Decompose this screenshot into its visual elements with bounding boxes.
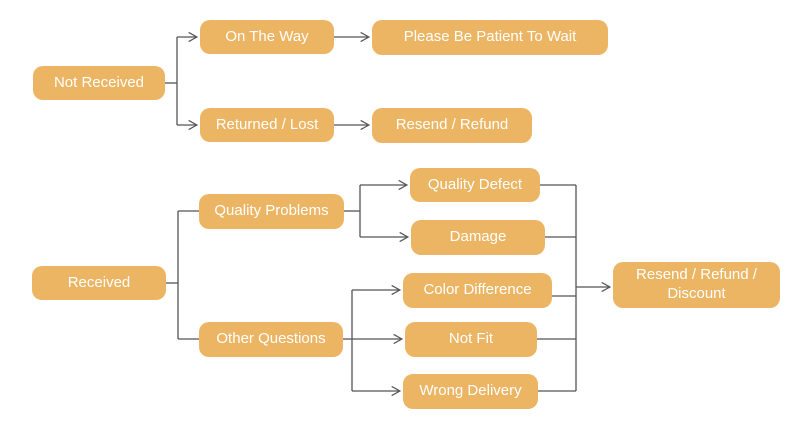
node-other-questions: Other Questions (199, 322, 343, 357)
node-not-received: Not Received (33, 66, 165, 100)
node-please-be-patient-to-wait: Please Be Patient To Wait (372, 20, 608, 55)
node-color-difference: Color Difference (403, 273, 552, 308)
node-wrong-delivery: Wrong Delivery (403, 374, 538, 409)
node-resend-refund: Resend / Refund (372, 108, 532, 143)
node-not-fit: Not Fit (405, 322, 537, 357)
node-received: Received (32, 266, 166, 300)
node-quality-defect: Quality Defect (410, 168, 540, 202)
node-returned-lost: Returned / Lost (200, 108, 334, 142)
node-damage: Damage (411, 220, 545, 255)
node-on-the-way: On The Way (200, 20, 334, 54)
node-resend-refund-discount: Resend / Refund / Discount (613, 262, 780, 308)
node-quality-problems: Quality Problems (199, 194, 344, 229)
